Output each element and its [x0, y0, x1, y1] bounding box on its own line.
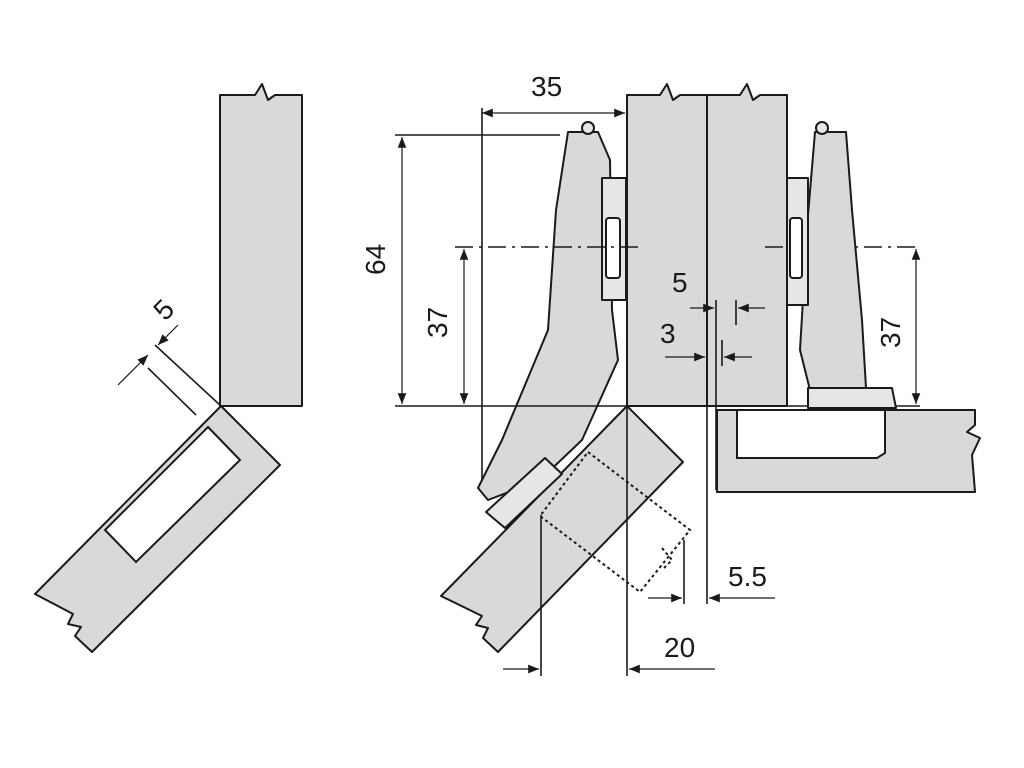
dim-label-35: 35 [531, 71, 562, 102]
dimension-3: 3 [660, 318, 752, 366]
dim-label-5-diagonal: 5 [147, 293, 180, 326]
dim-label-3: 3 [660, 318, 676, 349]
right-detail: 37 [716, 121, 981, 493]
dimension-37-right: 37 [875, 249, 921, 404]
right-hinge-cup-base [807, 387, 897, 409]
right-hinge-screw [815, 121, 829, 135]
dim-label-5-5: 5.5 [728, 561, 767, 592]
right-cup-hole [736, 409, 886, 459]
center-hinge-screw [581, 121, 595, 135]
dim-label-37-left: 37 [422, 307, 453, 338]
dimension-64: 64 [360, 134, 560, 404]
dim-label-64: 64 [360, 244, 391, 275]
center-hinge-cup [485, 457, 563, 529]
center-side-panel-left [626, 83, 708, 407]
dim-label-20: 20 [664, 632, 695, 663]
dimension-35: 35 [481, 71, 625, 480]
dim-label-37-right: 37 [875, 317, 906, 348]
dimension-37-left: 37 [422, 249, 469, 404]
left-side-panel [219, 83, 303, 407]
left-detail: 5 [34, 83, 303, 653]
right-plate-slot [789, 217, 803, 279]
center-cup-dotted-outline [538, 450, 692, 594]
center-side-panel-right [706, 83, 788, 407]
right-hinge-arm [799, 131, 867, 391]
dimension-5-5: 5.5 [648, 406, 775, 604]
dimension-20: 20 [503, 406, 715, 676]
center-detail: 35 64 37 5 3 [360, 71, 920, 676]
center-angled-door [440, 405, 684, 653]
dimension-5-diagonal: 5 [117, 293, 222, 416]
left-cup-cutout [103, 425, 242, 564]
center-plate-slot [605, 217, 621, 279]
dim-label-5-top: 5 [672, 267, 688, 298]
